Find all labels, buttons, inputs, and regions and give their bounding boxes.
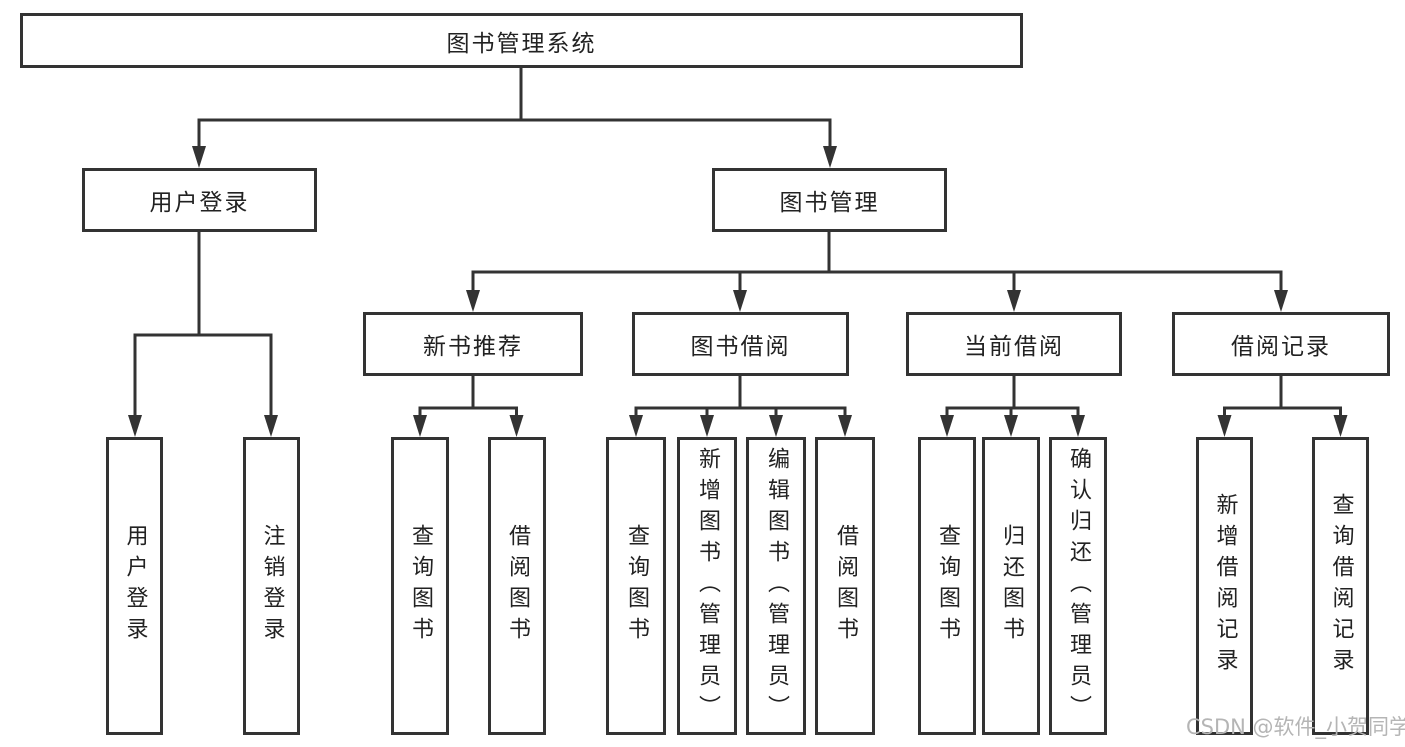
leaf-current-return-label: 归还图书: [999, 524, 1024, 648]
leaf-borrow-add-admin: 新增图书（管理员）: [677, 437, 737, 735]
leaf-user-login: 用户登录: [106, 437, 163, 735]
leaf-user-login-label: 用户登录: [122, 524, 148, 648]
watermark-text: CSDN @软件_小贺同学: [1186, 715, 1405, 739]
leaf-logout: 注销登录: [243, 437, 300, 735]
node-user-login: 用户登录: [82, 168, 317, 232]
node-book-borrow: 图书借阅: [632, 312, 849, 376]
leaf-borrow-edit-admin: 编辑图书（管理员）: [746, 437, 806, 735]
node-root-label: 图书管理系统: [446, 30, 597, 57]
leaf-borrow-add-admin-label: 新增图书（管理员）: [695, 446, 720, 726]
node-borrow-records-label: 借阅记录: [1231, 334, 1331, 360]
leaf-current-return: 归还图书: [982, 437, 1040, 735]
leaf-borrow-book-label: 借阅图书: [833, 524, 858, 648]
node-book-mgmt: 图书管理: [712, 168, 947, 232]
node-book-mgmt-label: 图书管理: [779, 190, 880, 216]
leaf-newbooks-borrow-label: 借阅图书: [505, 524, 530, 648]
node-book-borrow-label: 图书借阅: [690, 334, 791, 360]
leaf-records-add-label: 新增借阅记录: [1212, 493, 1238, 679]
leaf-records-add: 新增借阅记录: [1196, 437, 1253, 735]
node-root: 图书管理系统: [20, 13, 1023, 68]
leaf-borrow-query: 查询图书: [606, 437, 666, 735]
leaf-current-query-label: 查询图书: [935, 524, 960, 648]
node-borrow-records: 借阅记录: [1172, 312, 1390, 376]
leaf-borrow-edit-admin-label: 编辑图书（管理员）: [764, 446, 789, 726]
leaf-borrow-book: 借阅图书: [815, 437, 875, 735]
leaf-records-query-label: 查询借阅记录: [1328, 493, 1354, 679]
node-user-login-label: 用户登录: [149, 190, 250, 216]
node-new-books-label: 新书推荐: [423, 334, 523, 360]
leaf-newbooks-query: 查询图书: [391, 437, 449, 735]
leaf-logout-label: 注销登录: [259, 524, 285, 648]
leaf-current-confirm-admin: 确认归还（管理员）: [1049, 437, 1107, 735]
node-current-borrow: 当前借阅: [906, 312, 1122, 376]
leaf-records-query: 查询借阅记录: [1312, 437, 1369, 735]
node-new-books: 新书推荐: [363, 312, 583, 376]
leaf-newbooks-borrow: 借阅图书: [488, 437, 546, 735]
leaf-current-confirm-admin-label: 确认归还（管理员）: [1066, 446, 1091, 726]
leaf-current-query: 查询图书: [918, 437, 976, 735]
node-current-borrow-label: 当前借阅: [964, 334, 1064, 360]
arrowheads: [128, 146, 1348, 437]
leaf-newbooks-query-label: 查询图书: [408, 524, 433, 648]
leaf-borrow-query-label: 查询图书: [624, 524, 649, 648]
